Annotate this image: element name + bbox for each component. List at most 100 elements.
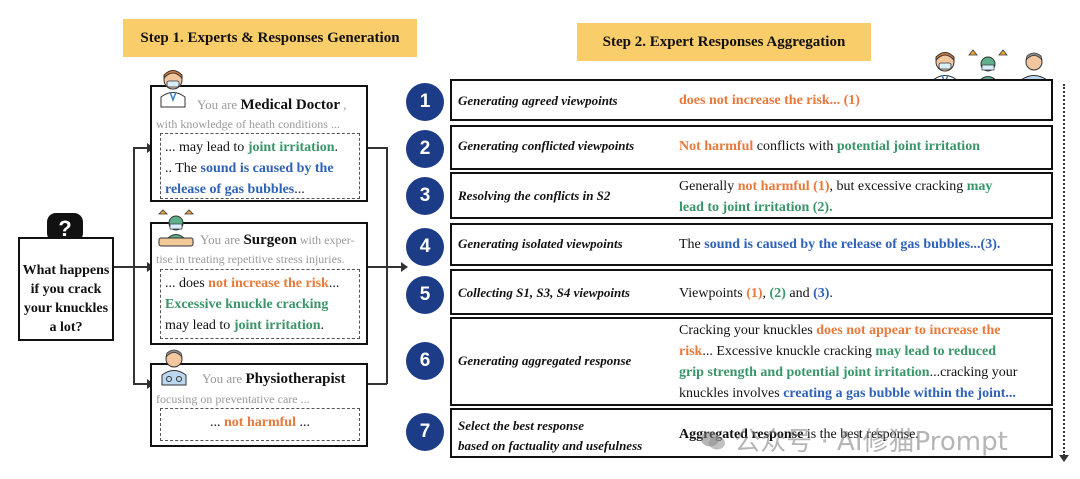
text-segment: not harmful (1) — [737, 179, 830, 194]
expert-response: ... does not increase the risk...Excessi… — [160, 269, 360, 339]
connector-right-vertical — [386, 147, 388, 384]
arrowhead-step2 — [401, 262, 408, 272]
role-prefix: You are — [197, 97, 241, 112]
text-segment: Generally — [679, 179, 738, 194]
row-content: Viewpoints (1), (2) and (3). — [679, 283, 833, 304]
role-prefix: You are — [200, 232, 244, 247]
step-number-1: 1 — [406, 83, 444, 121]
expert-role-line: You are Physiotherapist — [202, 371, 345, 388]
row-label: Select the best response based on factua… — [458, 416, 642, 456]
connector-to-surgeon — [133, 266, 150, 268]
role-name: Physiotherapist — [245, 371, 346, 387]
text-segment: .. The — [165, 161, 201, 176]
text-segment: may lead to — [165, 318, 234, 333]
text-segment: joint irritation — [233, 318, 321, 333]
step-row-4: Generating isolated viewpoints The sound… — [450, 223, 1053, 266]
expert-response: ... not harmful ... — [160, 408, 360, 441]
step-row-5: Collecting S1, S3, S4 viewpoints Viewpoi… — [450, 269, 1053, 315]
text-segment: . — [334, 140, 339, 155]
row-content: Cracking your knuckles does not appear t… — [679, 320, 1017, 404]
row-label-line-1: Select the best response — [458, 418, 585, 433]
physiotherapist-avatar-icon — [159, 348, 189, 386]
row-content: Aggregated response is the best response… — [679, 424, 919, 445]
text-segment: sound is caused by the release of gas bu… — [704, 237, 1001, 252]
text-segment: not harmful — [224, 415, 296, 430]
text-segment: release of gas bubbles — [165, 182, 295, 197]
question-line-4: a lot? — [49, 320, 83, 335]
text-segment: is the best response. — [803, 427, 919, 442]
step-number-4: 4 — [406, 228, 444, 266]
text-segment: , but excessive cracking — [829, 179, 967, 194]
role-name: Medical Doctor — [240, 97, 341, 113]
progress-dotted-line — [1063, 84, 1065, 456]
progress-arrowhead — [1059, 455, 1069, 462]
text-segment: (1) — [746, 286, 763, 301]
expert-role-line: You are Medical Doctor , — [197, 97, 347, 114]
text-segment: sound is caused by the — [200, 161, 334, 176]
watermark-text: 公众号 · AI修猫Prompt — [734, 427, 1008, 457]
row-label: Generating conflicted viewpoints — [458, 138, 635, 153]
text-segment: (2) — [769, 286, 786, 301]
expert-desc: focusing on preventative care ... — [156, 392, 310, 406]
step-row-6: Generating aggregated response Cracking … — [450, 317, 1053, 406]
text-segment: . — [829, 286, 833, 301]
step-row-2: Generating conflicted viewpoints Not har… — [450, 125, 1053, 170]
step-row-7: Select the best response based on factua… — [450, 408, 1053, 458]
step-number-3: 3 — [406, 177, 444, 215]
text-segment: does not appear to increase the — [816, 323, 1001, 338]
text-segment: ... — [328, 276, 340, 291]
role-name: Surgeon — [243, 232, 297, 248]
question-line-1: What happens — [22, 263, 110, 278]
row-content: Not harmful conflicts with potential joi… — [679, 136, 980, 157]
text-segment: Cracking your knuckles — [679, 323, 817, 338]
text-segment: not increase the risk — [208, 276, 329, 291]
watermark: 公众号 · AI修猫Prompt — [700, 421, 1008, 458]
connector-from-physio — [367, 383, 387, 385]
step-number-6: 6 — [406, 342, 444, 380]
text-segment: grip strength and potential joint irrita… — [679, 365, 930, 380]
text-segment: lead to joint irritation (2). — [679, 200, 833, 215]
text-segment: creating a gas bubble within the joint..… — [783, 386, 1016, 401]
row-label: Generating isolated viewpoints — [458, 236, 623, 251]
text-segment: conflicts with — [753, 139, 837, 154]
connector-to-physio — [133, 383, 150, 385]
step-number-7: 7 — [406, 413, 444, 451]
text-segment: . — [320, 318, 325, 333]
wechat-icon — [700, 429, 726, 451]
text-segment: potential joint irritation — [836, 139, 980, 154]
step-number-2: 2 — [406, 130, 444, 168]
expert-response: ... may lead to joint irritation... The … — [160, 133, 360, 199]
text-segment: ... Excessive knuckle cracking — [702, 344, 876, 359]
text-segment: Not harmful — [679, 139, 754, 154]
text-segment: knuckles involves — [679, 386, 784, 401]
svg-text:?: ? — [58, 216, 71, 241]
text-segment: Excessive knuckle cracking — [165, 297, 329, 312]
connector-to-doctor — [133, 147, 150, 149]
text-segment: ... may lead to — [165, 140, 248, 155]
text-segment: and — [785, 286, 814, 301]
role-prefix: You are — [202, 371, 246, 386]
row-label: Resolving the conflicts in S2 — [458, 188, 611, 203]
text-segment: ...cracking your — [929, 365, 1018, 380]
row-label: Generating agreed viewpoints — [458, 93, 618, 108]
expert-desc: tise in treating repetitive stress injur… — [156, 252, 345, 266]
surgeon-avatar-icon — [155, 208, 197, 248]
expert-role-line: You are Surgeon with exper- — [200, 232, 355, 249]
text-segment: risk — [679, 344, 703, 359]
connector-to-step2 — [387, 266, 403, 268]
expert-card-doctor: You are Medical Doctor , with knowledge … — [150, 85, 368, 202]
text-segment: ... — [295, 415, 310, 430]
row-content: does not increase the risk... (1) — [679, 90, 860, 111]
text-segment: ... — [294, 182, 305, 197]
row-label: Generating aggregated response — [458, 353, 632, 368]
role-suffix: with exper- — [296, 233, 355, 247]
step1-title: Step 1. Experts & Responses Generation — [123, 19, 417, 57]
connector-from-doctor — [367, 147, 387, 149]
text-segment: joint irritation — [247, 140, 335, 155]
row-label: Collecting S1, S3, S4 viewpoints — [458, 285, 630, 300]
expert-desc: with knowledge of heath conditions ... — [156, 117, 340, 131]
text-segment: may — [966, 179, 993, 194]
text-segment: (3) — [813, 286, 830, 301]
connector-q-right — [114, 266, 134, 268]
text-segment: does not increase the risk... (1) — [679, 93, 860, 108]
